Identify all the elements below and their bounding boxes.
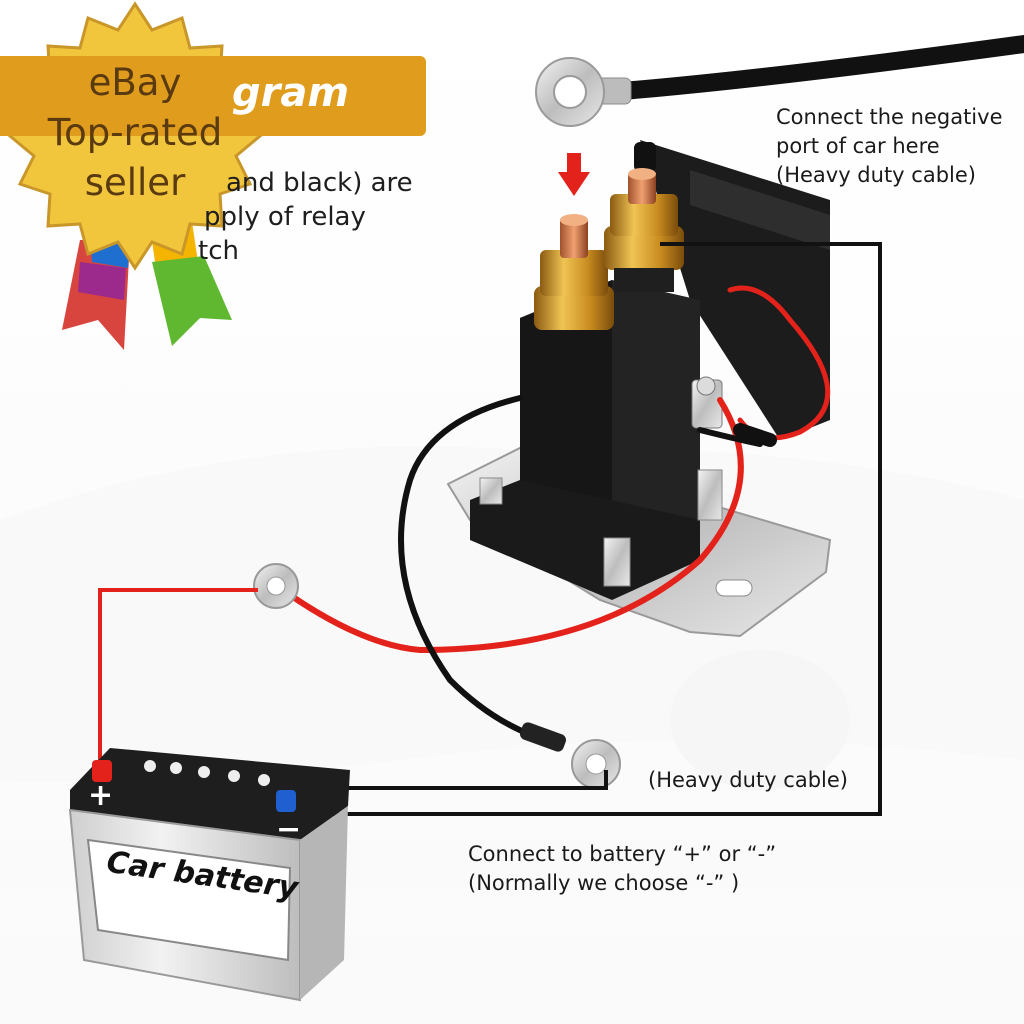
arrow-down-icon <box>558 153 590 196</box>
connection-lines <box>98 242 882 816</box>
heavy-duty-callout: (Heavy duty cable) <box>648 768 848 792</box>
battery-callout: Connect to battery “+” or “-” (Normally … <box>468 840 776 898</box>
badge-line-3: seller <box>84 161 186 204</box>
car-battery <box>68 748 350 1002</box>
negative-port-line-2: port of car here <box>776 134 940 158</box>
battery-callout-line-1: Connect to battery “+” or “-” <box>468 842 777 866</box>
coil-wires <box>277 285 831 747</box>
title-text: gram <box>232 70 350 116</box>
battery-callout-line-2: (Normally we choose “-” ) <box>468 871 740 895</box>
title-banner <box>0 56 426 136</box>
badge-line-2: Top-rated <box>47 111 223 154</box>
badge-line-1: eBay <box>88 61 182 104</box>
battery-plus-sign: + <box>88 778 114 813</box>
badge-ribbons <box>62 220 232 350</box>
top-ring-cable <box>535 35 1024 127</box>
red-wire-long <box>277 397 744 654</box>
relay-terminal-left <box>534 214 614 330</box>
black-wire-long <box>398 395 763 747</box>
body-line-1: and black) are <box>226 168 413 198</box>
relay-small-stud <box>691 376 723 429</box>
negative-port-line-3: (Heavy duty cable) <box>776 163 976 187</box>
relay-terminal-right <box>604 168 684 292</box>
red-wire-ring-terminal <box>253 563 299 609</box>
negative-port-callout: Connect the negative port of car here (H… <box>776 103 1003 190</box>
negative-line-heavy <box>300 242 882 816</box>
body-line-3: tch <box>198 236 239 266</box>
negative-line-coil <box>296 770 608 790</box>
positive-line <box>98 588 258 762</box>
badge-text: eBay Top-rated seller <box>20 58 250 208</box>
relay-body <box>470 280 723 600</box>
negative-port-line-1: Connect the negative <box>776 105 1003 129</box>
battery-minus-sign: − <box>276 812 302 847</box>
body-line-2: pply of relay <box>204 202 366 232</box>
